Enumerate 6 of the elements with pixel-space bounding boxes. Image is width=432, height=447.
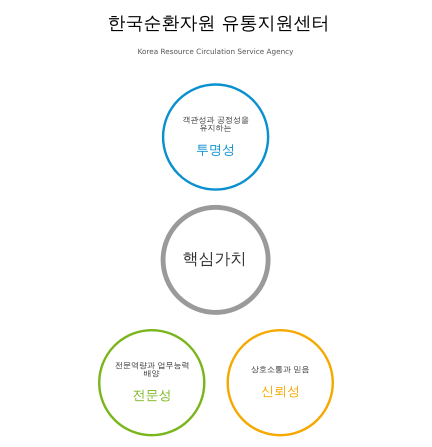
node-circle: 객관성과 공정성을 유지하는 투명성	[162, 83, 270, 191]
label: Korea Resource Circulation Service Agency	[138, 46, 294, 56]
node-circle: 상호소통과 믿음 신뢰성	[226, 328, 334, 436]
node-circle: 전문역량과 업무능력 배양 전문성	[98, 328, 206, 436]
node-circle: 핵심가치	[160, 204, 271, 315]
diagram-title: 한국순환자원 유통지원센터	[108, 14, 330, 34]
